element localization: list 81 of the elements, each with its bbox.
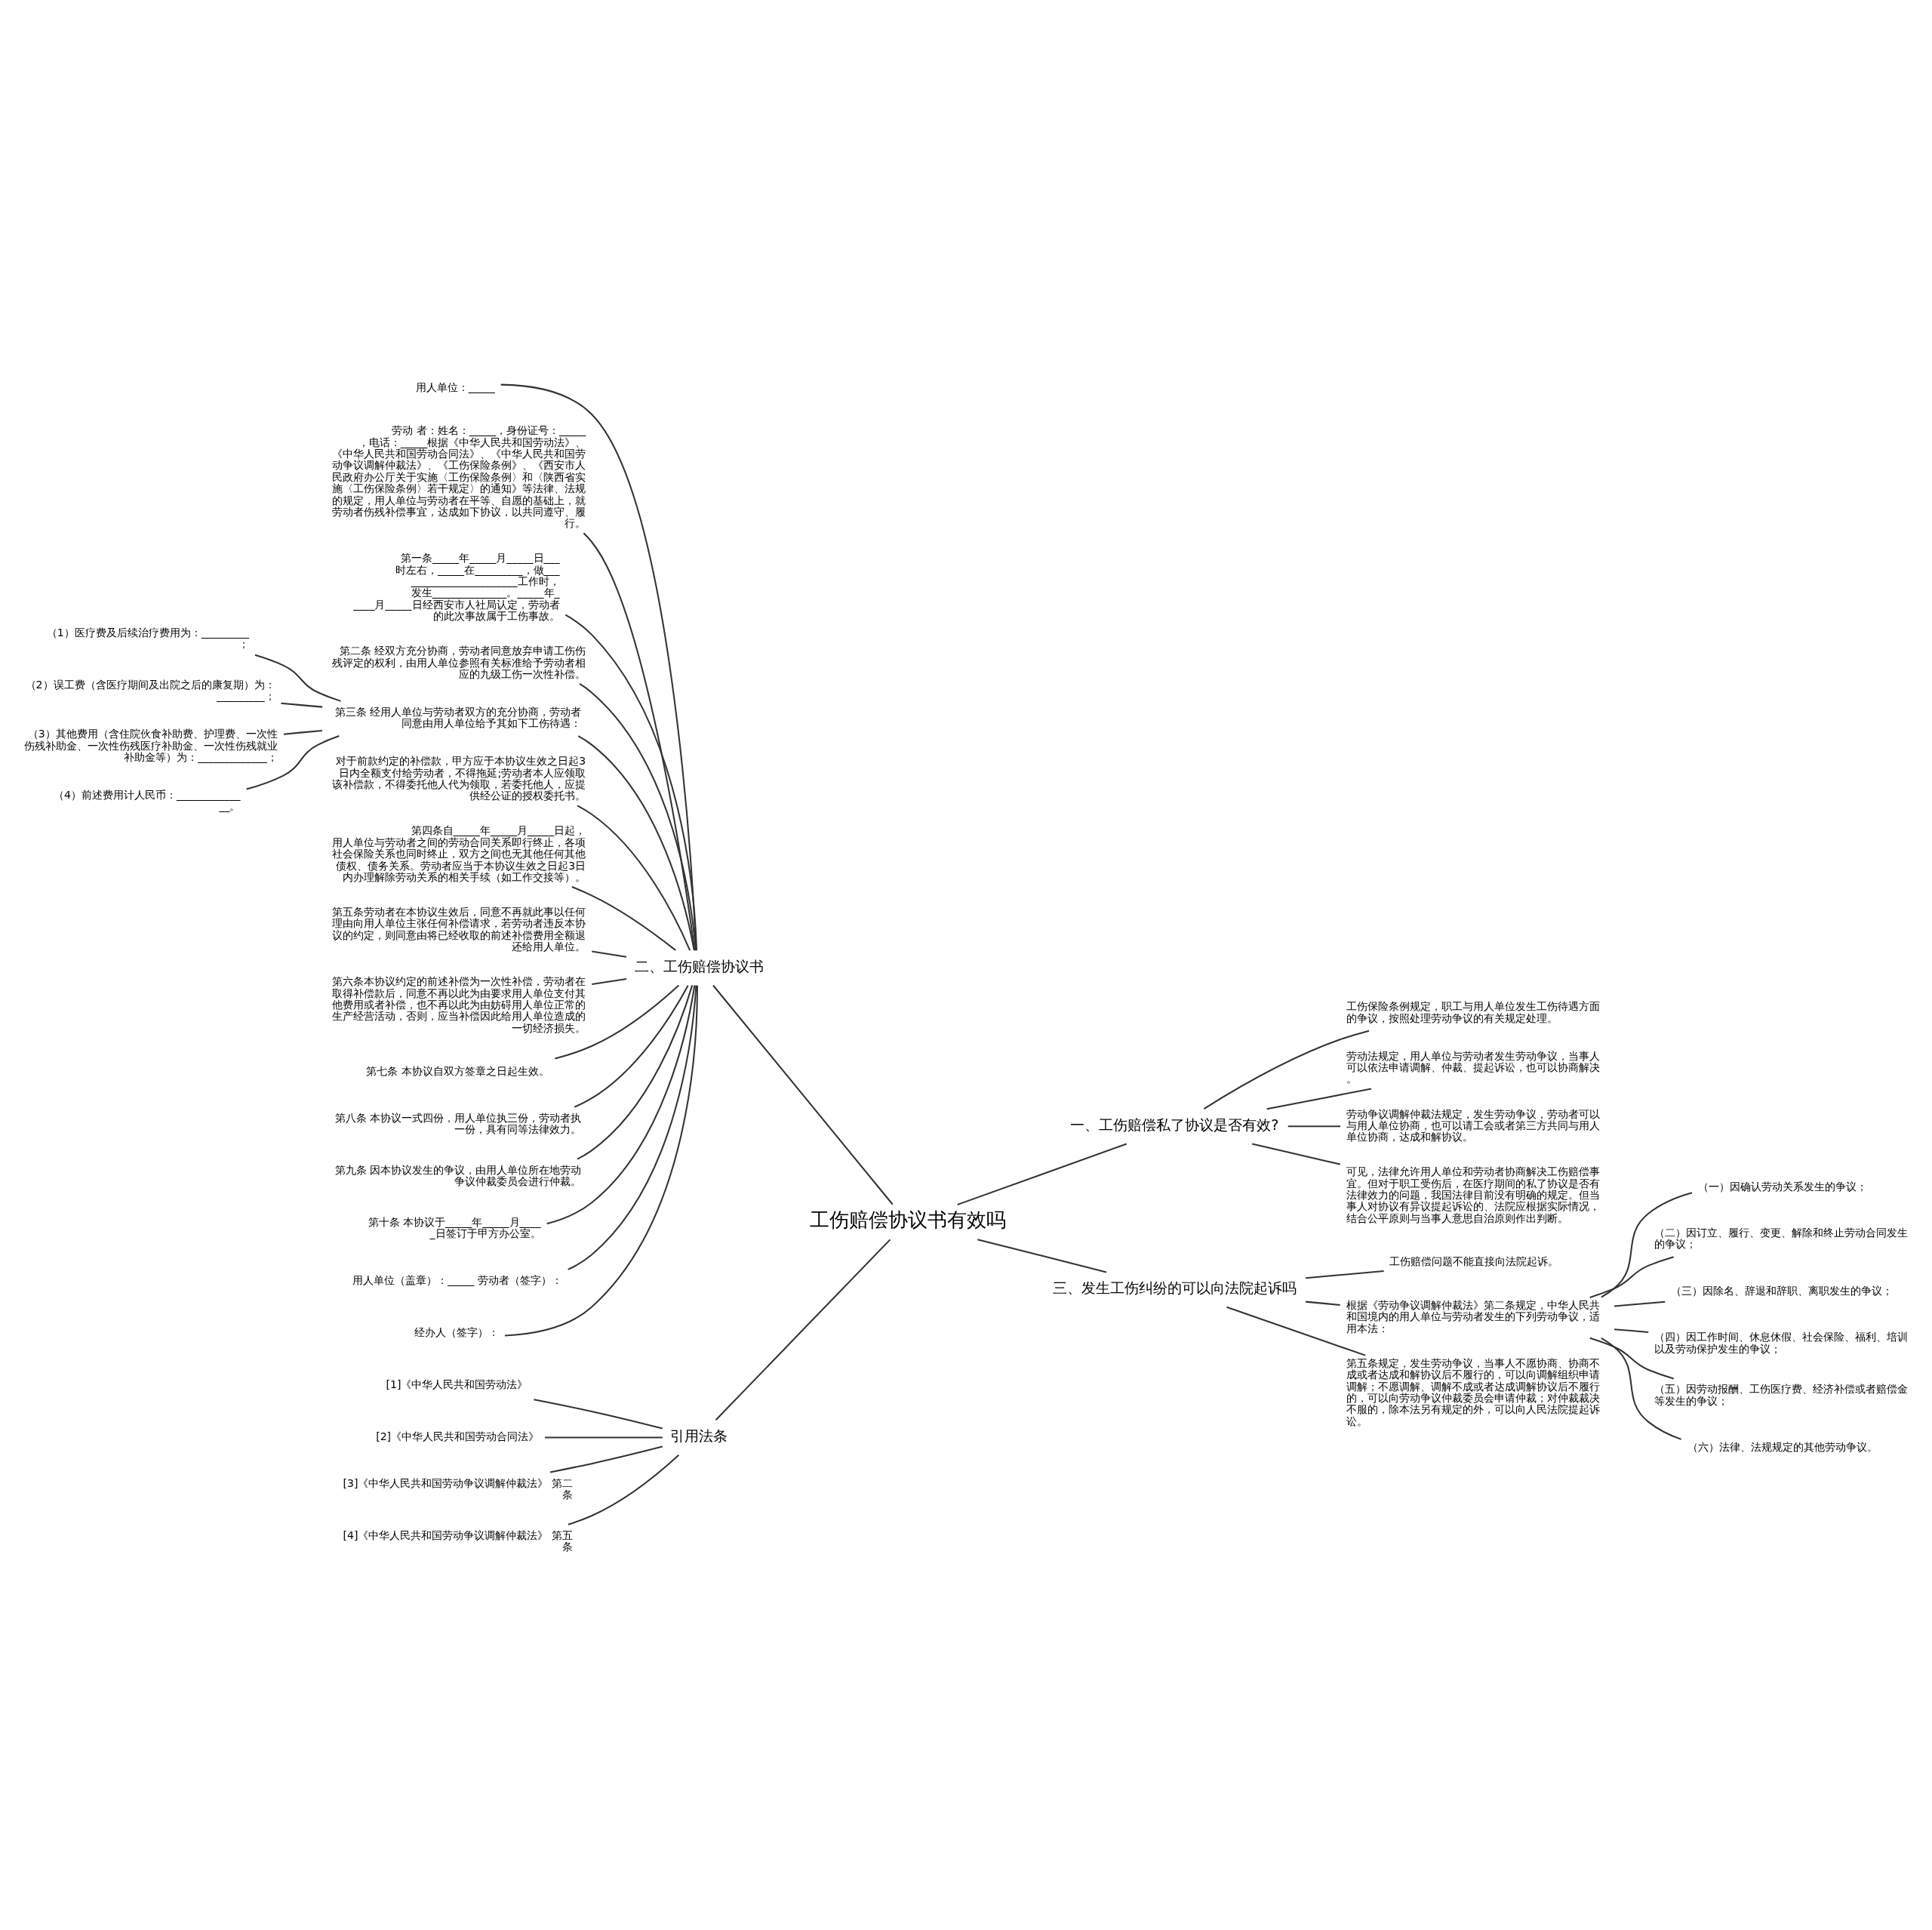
node-text: （四）因工作时间、休息休假、社会保险、福利、培训以及劳动保护发生的争议；	[1654, 1331, 1909, 1355]
node-text: （三）因除名、辞退和辞职、离职发生的争议；	[1670, 1284, 1893, 1297]
node-text: （2）误工费（含医疗期间及出院之后的康复期）为：_________；	[25, 679, 275, 703]
node-text: 第二条 经双方充分协商，劳动者同意放弃申请工伤伤残评定的权利，由用人单位参照有关标准给予劳动者相应的九级工伤一次性补偿。	[332, 645, 586, 680]
connector	[555, 984, 680, 1060]
connector	[574, 985, 689, 1108]
connector	[579, 683, 697, 951]
node-text: 第四条自_____年_____月_____日起，用人单位与劳动者之间的劳动合同关系即行终止，各项社会保险关系也同时终止，双方之间也无其他任何其他债权、债务关系。劳动者应当于本协议生效之日起3日内办理解除劳动关系的相关手续（如工作交接等）。	[332, 824, 586, 883]
connector	[1614, 1328, 1649, 1334]
connector	[1287, 1125, 1340, 1128]
node-text: 第六条本协议约定的前述补偿为一次性补偿，劳动者在取得补偿款后，同意不再以此为由要求用人单位支付其他费用或者补偿，也不再以此为由妨碍用人单位正常的生产经营活动，否则，应当补偿因此给用人单位造成的一切经济损失。	[332, 975, 586, 1034]
node-text: （4）前述费用计人民币：______________。	[54, 789, 241, 813]
node-text: [4]《中华人民共和国劳动争议调解仲裁法》 第五条	[343, 1528, 573, 1553]
node-text: （五）因劳动报酬、工伤医疗费、经济补偿或者赔偿金等发生的争议；	[1654, 1383, 1909, 1407]
connector	[504, 985, 698, 1337]
node-text: 一、工伤赔偿私了协议是否有效?	[1070, 1116, 1279, 1134]
connector	[592, 977, 627, 986]
node-text: 用人单位：_____	[415, 380, 495, 393]
connector	[1589, 1337, 1674, 1380]
connector	[568, 985, 697, 1270]
connector	[549, 1445, 663, 1473]
node-text: （六）法律、法规规定的其他劳动争议。	[1687, 1441, 1878, 1454]
connector	[546, 985, 696, 1225]
connector	[568, 1454, 680, 1525]
connector	[583, 532, 696, 951]
connector	[577, 735, 695, 951]
node-text: 用人单位（盖章）：_____ 劳动者（签字）：	[352, 1273, 562, 1286]
node-text: 第五条劳动者在本协议生效后，同意不再就此事以任何理由向用人单位主张任何补偿请求，若劳动者违反本协议的约定，则同意由将已经收取的前述补偿费用全额退还给用人单位。	[332, 905, 586, 953]
connector	[565, 614, 698, 951]
node-text: 三、发生工伤纠纷的可以向法院起诉吗	[1052, 1279, 1297, 1297]
connector	[712, 984, 894, 1205]
connector	[1226, 1306, 1366, 1356]
node-text: 工伤赔偿协议书有效吗	[810, 1208, 1007, 1232]
connector	[1306, 1270, 1384, 1279]
node-text: 第九条 因本协议发生的争议，由用人单位所在地劳动争议仲裁委员会进行仲裁。	[334, 1163, 582, 1188]
node-text: 劳动争议调解仲裁法规定，发生劳动争议，劳动者可以与用人单位协商，也可以请工会或者第三方共同与用人单位协商，达成和解协议。	[1346, 1107, 1600, 1144]
connector	[246, 735, 340, 790]
node-text: 第十条 本协议于_____年_____月_____日签订于甲方办公室。	[368, 1215, 541, 1240]
connector	[1203, 1030, 1370, 1110]
connector	[1306, 1301, 1340, 1306]
node-text: [3]《中华人民共和国劳动争议调解仲裁法》 第二条	[343, 1476, 573, 1501]
node-text: 第七条 本协议自双方签章之日起生效。	[366, 1065, 549, 1078]
node-text: 第八条 本协议一式四份，用人单位执三份，劳动者执一份，具有同等法律效力。	[334, 1111, 582, 1136]
node-text: [2]《中华人民共和国劳动合同法》	[376, 1430, 540, 1443]
connector	[577, 805, 691, 951]
connector	[1589, 1256, 1674, 1298]
node-text: 对于前款约定的补偿款，甲方应于本协议生效之日起3日内全额支付给劳动者，不得拖延;劳动者本人应领取该补偿款，不得委托他人代为领取，若委托他人，应提供经公证的授权委托书。	[332, 755, 586, 802]
connector	[545, 1436, 663, 1439]
node-text: 第一条_____年_____月_____日___时左右，_____在_________，做_______________________工作时，发生______________。_____年_____月_____日经西安市人社局认定，劳动者的此次事故属于工伤事故。	[353, 552, 560, 623]
connector	[1252, 1143, 1341, 1165]
node-text: 劳动法规定，用人单位与劳动者发生劳动争议，当事人可以依法申请调解、仲裁、提起诉讼，也可以协商解决。	[1346, 1049, 1600, 1085]
connector	[715, 1239, 891, 1421]
connector	[1266, 1088, 1372, 1110]
node-text: 引用法条	[669, 1427, 728, 1445]
node-text: 根据《劳动争议调解仲裁法》第二条规定，中华人民共和国境内的用人单位与劳动者发生的下列劳动争议，适用本法：	[1346, 1299, 1600, 1334]
node-text: 工伤保险条例规定，职工与用人单位发生工伤待遇方面的争议，按照处理劳动争议的有关规定处理。	[1346, 1000, 1600, 1024]
connector	[1601, 1192, 1693, 1298]
connector	[254, 654, 341, 702]
connector	[1601, 1337, 1681, 1440]
node-text: （二）因订立、履行、变更、解除和终止劳动合同发生的争议；	[1654, 1227, 1909, 1251]
connector	[577, 985, 694, 1160]
connector	[500, 383, 697, 951]
node-text: （1）医疗费及后续治疗费用为：_________；	[46, 626, 250, 651]
connector	[1614, 1301, 1666, 1307]
node-text: 工伤赔偿问题不能直接向法院起诉。	[1389, 1255, 1559, 1268]
node-text: 第三条 经用人单位与劳动者双方的充分协商，劳动者同意由用人单位给予其如下工伤待遇：	[334, 705, 582, 730]
connector	[281, 702, 323, 708]
node-text: 劳动 者：姓名：_____，身份证号：_____，电话：_____根据《中华人民共和国劳动法》、《中华人民共和国劳动合同法》、《中华人民共和国劳动争议调解仲裁法》、《工伤保险条例》、《西安市人民政府办公厅关于实施〈工伤保险条例〉和〈陕西省实施〈工伤保险条例〉若干规定〉的通知》等法律、法规的规定，用人单位与劳动者在平等、自愿的基础上，就劳动者伤残补偿事宜，达成如下协议，以共同遵守、履行。	[332, 424, 586, 530]
connector	[592, 950, 627, 958]
node-text: 可见，法律允许用人单位和劳动者协商解决工伤赔偿事宜。但对于职工受伤后，在医疗期间的私了协议是否有法律效力的问题，我国法律目前没有明确的规定。但当事人对协议有异议提起诉讼的、法院应根据实际情况，结合公平原则与当事人意思自治原则作出判断。	[1346, 1165, 1600, 1224]
connector	[957, 1143, 1128, 1205]
node-text: 经办人（签字）：	[414, 1325, 499, 1338]
node-text: 第五条规定，发生劳动争议，当事人不愿协商、协商不成或者达成和解协议后不履行的，可以向调解组织申请调解；不愿调解、调解不成或者达成调解协议后不履行的，可以向劳动争议仲裁委员会申请仲裁；对仲裁裁决不服的，除本法另有规定的外，可以向人民法院提起诉讼。	[1346, 1356, 1600, 1427]
connector	[571, 886, 676, 951]
node-text: （一）因确认劳动关系发生的争议；	[1697, 1180, 1867, 1193]
node-text: （3）其他费用（含住院伙食补助费、护理费、一次性伤残补助金、一次性伤残医疗补助金、一次性伤残就业补助金等）为：_____________；	[23, 728, 278, 764]
connector	[283, 729, 323, 735]
node-text: 二、工伤赔偿协议书	[634, 957, 764, 975]
connector	[534, 1399, 663, 1430]
connector	[977, 1239, 1107, 1273]
node-text: [1]《中华人民共和国劳动法》	[386, 1378, 528, 1391]
